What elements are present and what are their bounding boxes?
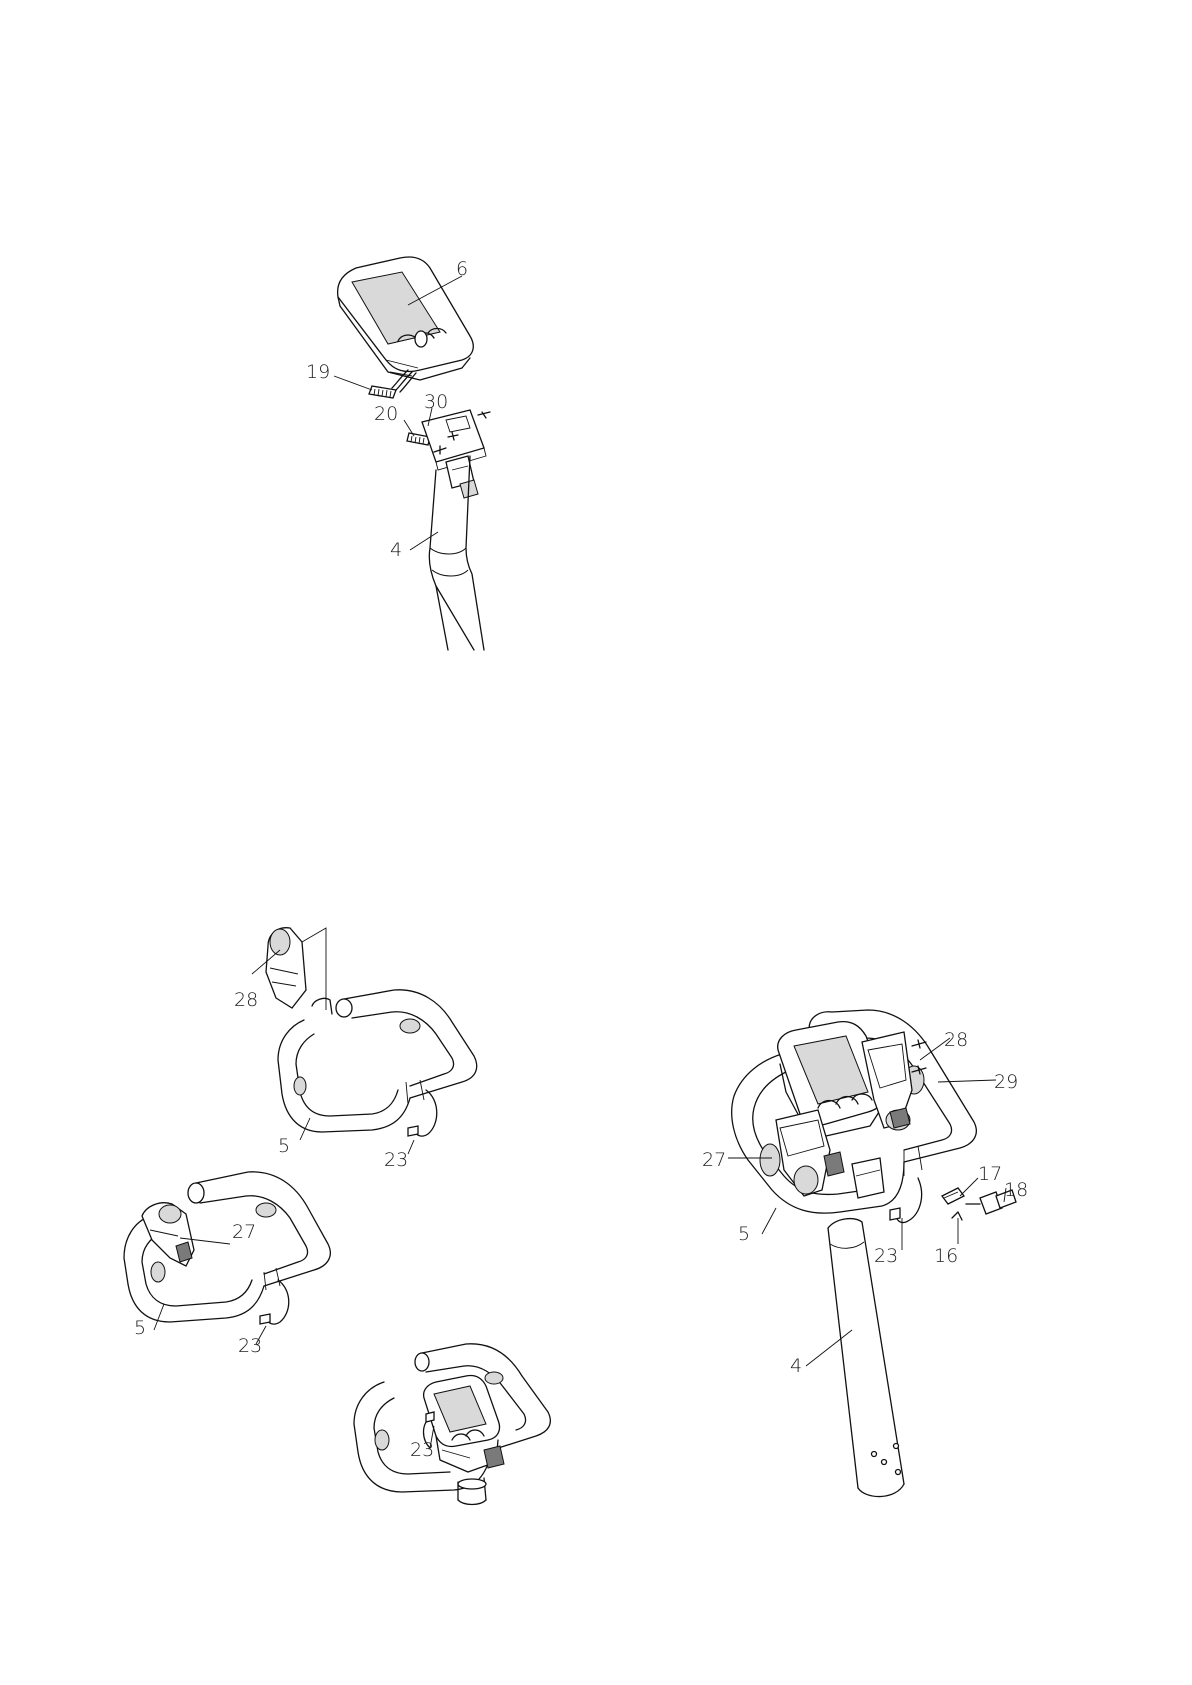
handlebar-left-part xyxy=(124,1172,330,1324)
callout-label: 28 xyxy=(234,989,258,1011)
callout-label: 27 xyxy=(702,1149,726,1171)
callout-label: 16 xyxy=(934,1245,958,1267)
callout-label: 5 xyxy=(278,1135,290,1157)
callout-label: 4 xyxy=(390,539,402,561)
callout-label: 19 xyxy=(306,361,330,383)
callout-label: 17 xyxy=(978,1163,1002,1185)
figure-assembled-top: 23 xyxy=(354,1344,550,1505)
callout-label: 27 xyxy=(232,1221,256,1243)
figure-console-attach: 6 19 20 30 4 xyxy=(306,257,490,650)
callout-label: 28 xyxy=(944,1029,968,1051)
figure-right-cover: 28 5 23 xyxy=(234,928,477,1171)
callout-label: 5 xyxy=(738,1223,750,1245)
callout-label: 29 xyxy=(994,1071,1018,1093)
assembled-console-part xyxy=(424,1375,505,1472)
callout-label: 5 xyxy=(134,1317,146,1339)
callout-label: 30 xyxy=(424,391,448,413)
callout-label: 23 xyxy=(384,1149,408,1171)
callout-label: 18 xyxy=(1004,1179,1028,1201)
callout-label: 20 xyxy=(374,403,398,425)
figure-full-assembly: 28 29 27 17 18 5 23 16 4 xyxy=(702,1010,1028,1497)
left-cover-part xyxy=(142,1203,194,1266)
callout-label: 23 xyxy=(410,1439,434,1461)
callout-label: 23 xyxy=(238,1335,262,1357)
callout-label: 23 xyxy=(874,1245,898,1267)
figure-left-cover: 27 5 23 xyxy=(124,1172,330,1357)
right-cover-part xyxy=(252,928,326,1010)
callout-label: 6 xyxy=(456,258,468,280)
handlebar-part xyxy=(278,990,477,1136)
bracket-plate-part xyxy=(422,410,490,498)
callout-label: 4 xyxy=(790,1355,802,1377)
console-part xyxy=(338,257,474,392)
